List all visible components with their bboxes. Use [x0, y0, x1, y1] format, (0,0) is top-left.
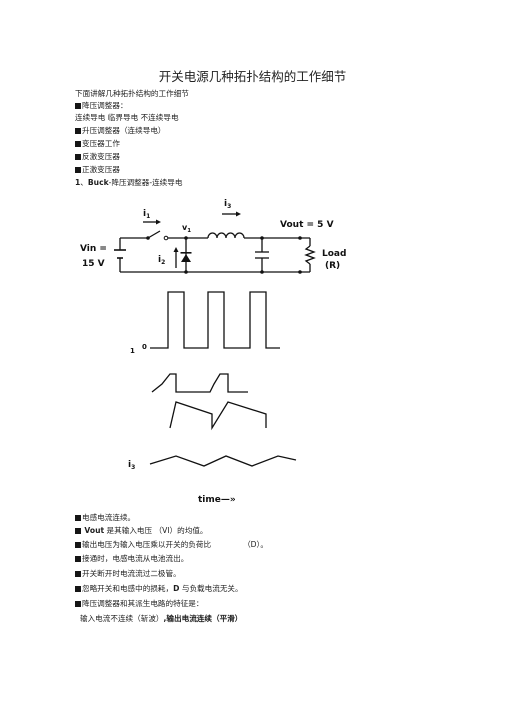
i1-label: i: [143, 209, 146, 219]
i2-label: i: [158, 255, 161, 265]
time-axis-label: time—»: [198, 495, 236, 505]
note-item: 输出电压为输入电压乘以开关的负荷比（D）。: [75, 540, 268, 550]
vin-label: Vin =: [80, 244, 107, 254]
i3-label: i: [224, 199, 227, 209]
list-item: 连续导电 临界导电 不连续导电: [75, 113, 179, 122]
list-item: 升压调整器（连续导电）: [75, 126, 166, 136]
bullet-square-icon: [75, 541, 81, 548]
list-item: 反激变压器: [75, 152, 120, 162]
bullet-square-icon: [75, 585, 81, 592]
load-label: Load: [322, 249, 346, 259]
bullet-square-icon: [75, 514, 81, 521]
note-item: 接通时，电感电流从电池流出。: [75, 554, 188, 564]
list-item: 降压调整器：: [75, 101, 128, 111]
waveform-diagram: 1 0 i3 time—»: [128, 291, 297, 505]
bullet-square-icon: [75, 153, 81, 160]
vin-value: 15 V: [82, 259, 105, 269]
list-item: 变压器工作: [75, 139, 120, 149]
wave-i3-label: i: [128, 460, 131, 470]
bullet-square-icon: [75, 570, 81, 577]
note-item: 电感电流连续。: [75, 513, 135, 523]
svg-text:i3: i3: [224, 199, 231, 210]
wave-zero-mark: 0: [142, 343, 147, 351]
svg-text:v1: v1: [182, 223, 191, 234]
bullet-square-icon: [75, 600, 81, 607]
v1-label: v: [182, 223, 188, 232]
list-item: 正激变压器: [75, 165, 120, 175]
bullet-square-icon: [75, 102, 81, 109]
vout-label: Vout = 5 V: [280, 220, 334, 230]
svg-text:i1: i1: [143, 209, 150, 220]
wave-i1-mark: 1: [130, 347, 135, 355]
note-item: 开关断开时电流流过二极管。: [75, 569, 181, 579]
note-item: 忽略开关和电感中的损耗，D 与负载电流无关。: [75, 584, 243, 594]
note-item: 降压调整器和其派生电路的特征是：: [75, 599, 204, 609]
intro-text: 下面讲解几种拓扑结构的工作细节: [75, 89, 189, 98]
svg-text:i2: i2: [158, 255, 165, 266]
bullet-square-icon: [75, 166, 81, 173]
buck-circuit-diagram: i1 i3 i2 v1 Vin = 15 V Vout = 5 V Load (…: [80, 199, 346, 274]
bullet-square-icon: [75, 555, 81, 562]
load-r-label: (R): [325, 261, 340, 271]
bullet-square-icon: [75, 127, 81, 134]
bullet-square-icon: [75, 527, 81, 534]
note-item: Vout 是其输入电压 （VI）的均值。: [75, 526, 208, 536]
section-heading: 1、Buck-降压调整器-连续导电: [75, 178, 183, 187]
bullet-square-icon: [75, 140, 81, 147]
page-title: 开关电源几种拓扑结构的工作细节: [158, 69, 347, 84]
svg-text:i3: i3: [128, 460, 135, 471]
note-item: 输入电流不连续（斩波）,输出电流连续（平滑）: [80, 614, 243, 623]
